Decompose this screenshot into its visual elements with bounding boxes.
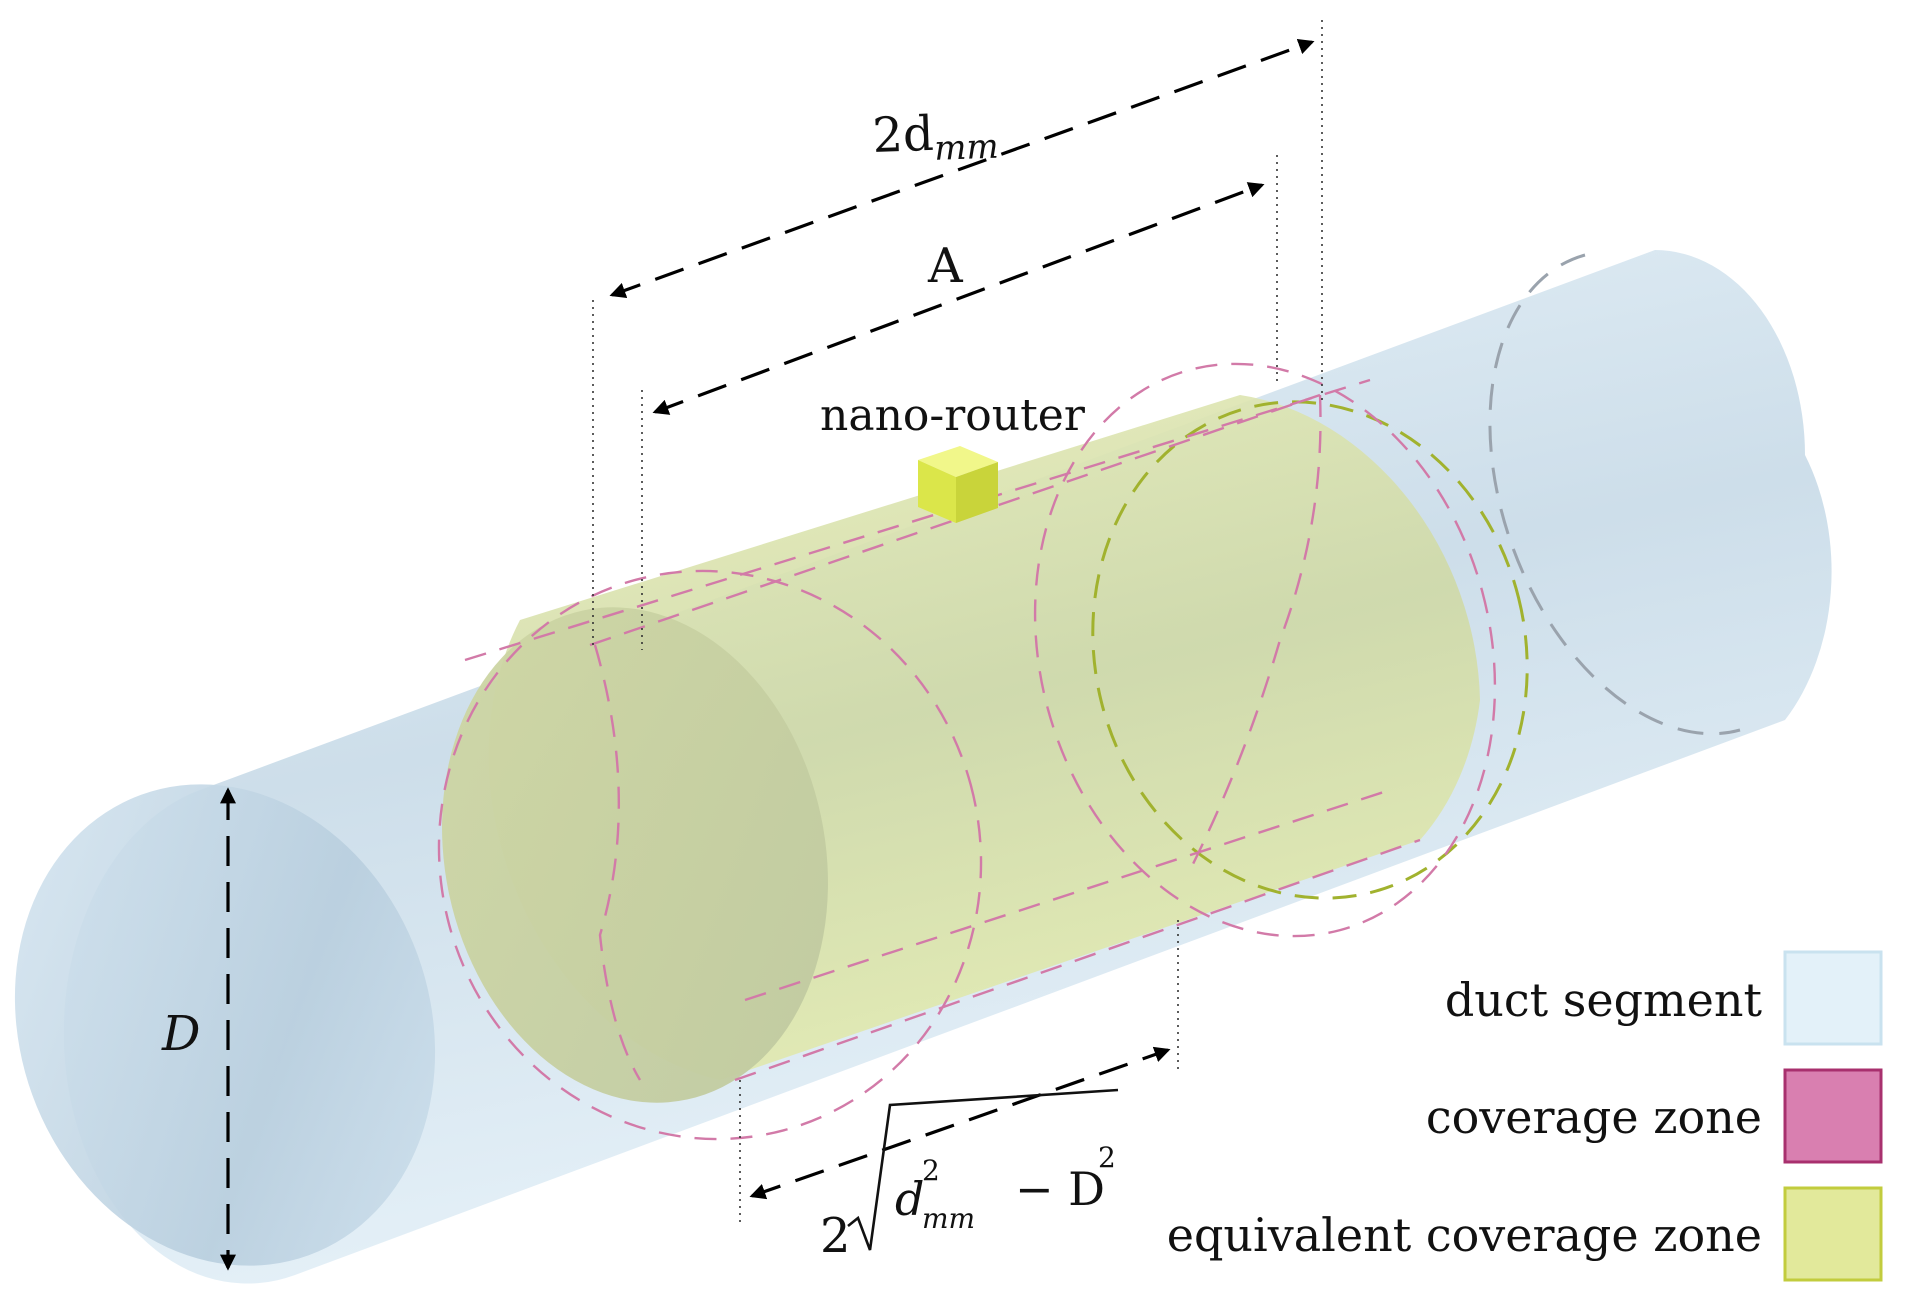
formula-sup2: 2: [1098, 1141, 1116, 1174]
legend-label-duct-segment: duct segment: [1445, 973, 1763, 1027]
legend-item-coverage-zone: coverage zone: [1426, 1068, 1883, 1164]
legend-label-coverage-zone: coverage zone: [1426, 1090, 1762, 1144]
label-2dmm-main: 2d: [871, 106, 934, 164]
coverage-top-edge: [464, 378, 1371, 662]
arrow-bottom: [749, 1046, 1171, 1200]
formula-coef: 2: [820, 1208, 851, 1264]
coverage-mid-edge: [589, 393, 1321, 647]
label-2dmm-sub: mm: [933, 127, 999, 169]
legend-label-equivalent-coverage-zone: equivalent coverage zone: [1167, 1208, 1762, 1262]
legend: duct segment coverage zone equivalent co…: [1167, 950, 1883, 1282]
coverage-circle-right: [1033, 362, 1497, 938]
legend-swatch-coverage-zone: [1783, 1068, 1883, 1164]
label-bottom-formula: 2 d 2 mm − D 2: [820, 1088, 1119, 1264]
coverage-left-vertical: [593, 644, 642, 1081]
zone-end-face: [442, 607, 828, 1103]
equivalent-coverage-zone: [442, 395, 1529, 1103]
coverage-zone: [437, 362, 1497, 1141]
coverage-bottom-edge: [734, 838, 1421, 1082]
router-side: [956, 462, 998, 523]
extension-lines: [592, 20, 1323, 1225]
coverage-right-vertical: [1188, 394, 1322, 871]
zone-far-end-dashed: [1091, 400, 1529, 900]
formula-sup: 2: [922, 1154, 940, 1187]
legend-swatch-duct-segment: [1783, 950, 1883, 1046]
nano-router: [918, 446, 998, 523]
dimension-arrows: [220, 39, 1315, 1271]
arrow-2dmm: [609, 39, 1315, 298]
formula-sub: mm: [922, 1202, 975, 1235]
label-a: A: [927, 238, 964, 294]
formula-radical: [847, 1088, 1119, 1251]
legend-item-duct-segment: duct segment: [1445, 950, 1883, 1046]
label-2dmm: 2dmm: [871, 104, 999, 171]
formula-minus-d: − D: [1015, 1162, 1105, 1216]
router-front: [918, 460, 956, 523]
label-d: D: [161, 1006, 200, 1062]
legend-item-equivalent-coverage-zone: equivalent coverage zone: [1167, 1186, 1883, 1282]
duct-far-end-dashed: [1488, 253, 1741, 736]
label-nano-router: nano-router: [820, 390, 1086, 441]
arrow-a: [652, 182, 1265, 415]
coverage-lower-edge: [744, 788, 1391, 1002]
router-top: [918, 446, 998, 477]
legend-swatch-equivalent-coverage-zone: [1783, 1186, 1883, 1282]
formula-d: d: [895, 1172, 924, 1226]
